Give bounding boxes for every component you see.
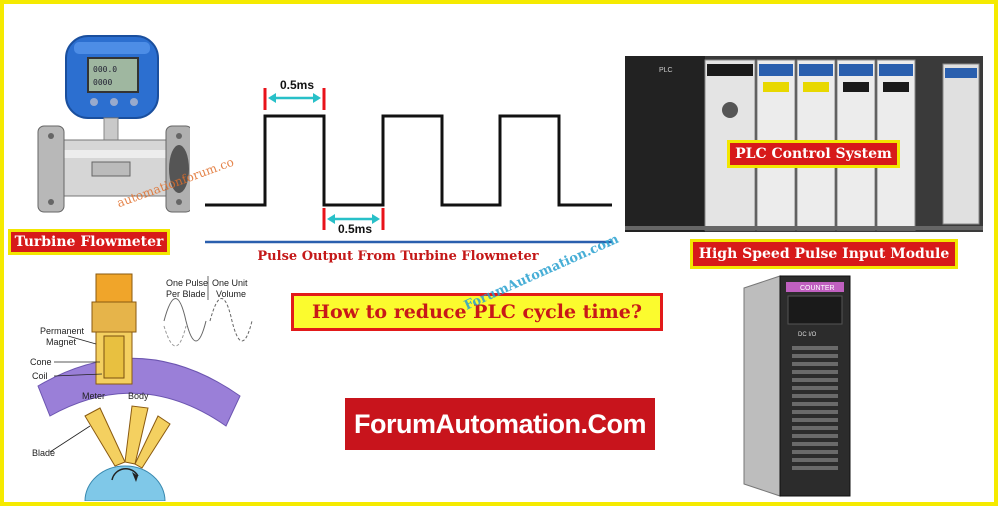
square-wave-signal xyxy=(205,114,612,207)
label-permanent: Permanent xyxy=(40,326,85,336)
label-one-unit: One Unit xyxy=(212,278,248,288)
svg-text:PLC: PLC xyxy=(659,67,673,74)
plc-control-system-label: PLC Control System xyxy=(727,140,900,168)
module-part-label: DC I/O xyxy=(798,332,817,338)
pulse-input-module-photo: COUNTER DC I/O xyxy=(743,275,851,497)
plc-rack-photo: PLC xyxy=(625,56,983,232)
label-one-pulse: One Pulse xyxy=(166,278,208,288)
brand-banner: ForumAutomation.Com xyxy=(345,398,655,450)
label-cone: Cone xyxy=(30,357,52,367)
svg-text:000.0: 000.0 xyxy=(93,65,117,74)
label-body: Body xyxy=(128,391,149,401)
turbine-flowmeter-photo: 000.0 0000 xyxy=(37,35,190,213)
high-speed-module-label: High Speed Pulse Input Module xyxy=(690,239,958,269)
pulse-waveform-diagram xyxy=(205,88,612,244)
pulse-output-caption: Pulse Output From Turbine Flowmeter xyxy=(257,249,539,264)
flowmeter-cross-section-diagram: Permanent Magnet Cone Coil Meter Body Bl… xyxy=(30,273,253,501)
turbine-blades xyxy=(84,405,171,469)
module-counter-label: COUNTER xyxy=(800,285,835,292)
turbine-flowmeter-label: Turbine Flowmeter xyxy=(8,229,170,255)
label-per-blade: Per Blade xyxy=(166,289,206,299)
label-blade: Blade xyxy=(32,448,55,458)
label-coil: Coil xyxy=(32,371,48,381)
svg-text:0000: 0000 xyxy=(93,78,112,87)
label-volume: Volume xyxy=(216,289,246,299)
high-time-label: 0.5ms xyxy=(280,78,315,92)
question-banner: How to reduce PLC cycle time? xyxy=(291,293,663,331)
label-meter: Meter xyxy=(82,391,105,401)
label-magnet: Magnet xyxy=(46,337,77,347)
low-time-label: 0.5ms xyxy=(338,222,373,236)
